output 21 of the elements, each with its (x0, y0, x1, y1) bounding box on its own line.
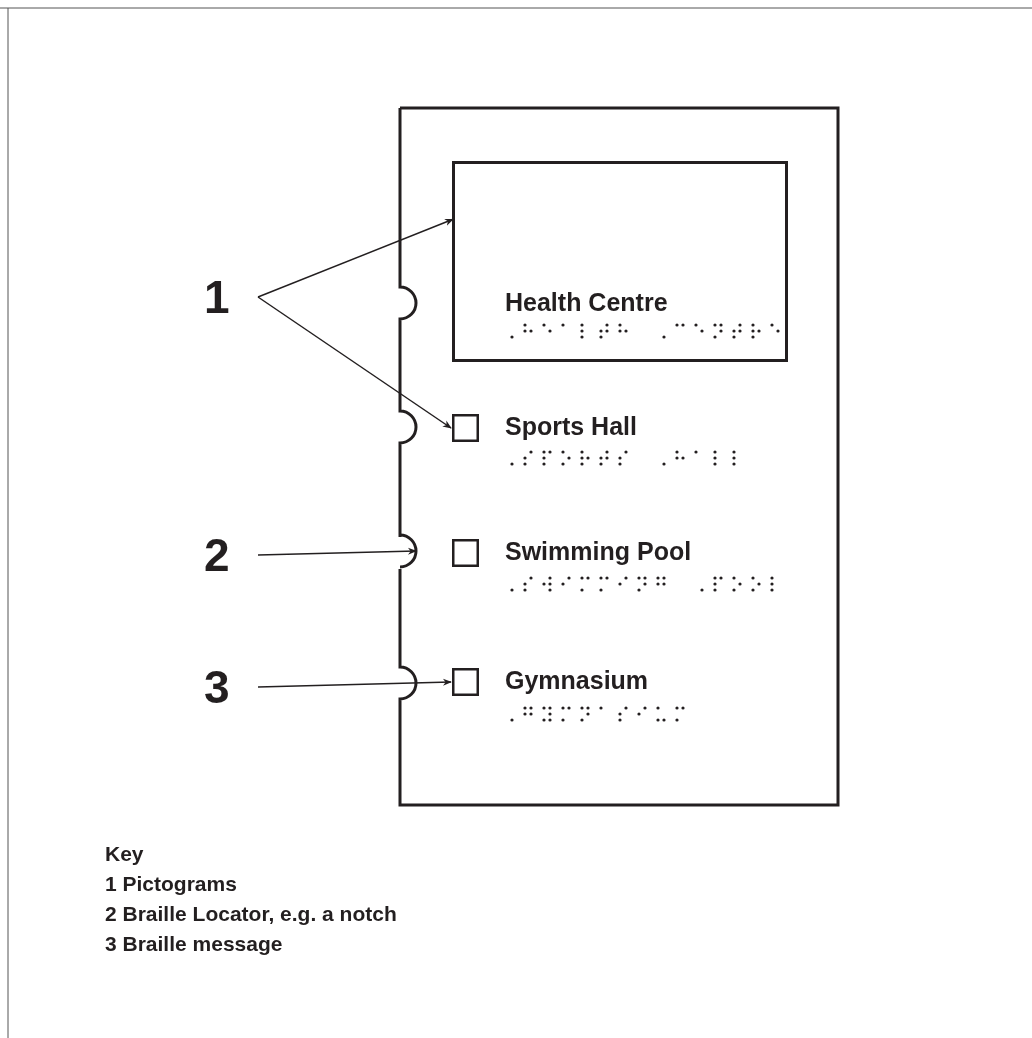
place-name: Sports Hall (505, 412, 637, 441)
pictogram-area (452, 161, 788, 362)
braille-locator-notch (400, 535, 417, 567)
arrow (257, 678, 452, 688)
place-name: Swimming Pool (505, 537, 692, 566)
place-name: Gymnasium (505, 666, 649, 695)
pictogram-box (452, 539, 479, 567)
key-entry: 2 Braille Locator, e.g. a notch (105, 902, 397, 926)
key-entry: 3 Braille message (105, 932, 283, 956)
pictogram-box (452, 668, 479, 696)
key-heading: Key (105, 842, 144, 866)
pictogram-box (452, 414, 479, 442)
place-name: Health Centre (505, 288, 668, 317)
arrow (257, 296, 452, 429)
arrow (257, 547, 417, 556)
sign-panel (400, 108, 838, 805)
callout-number: 2 (204, 528, 230, 582)
arrow (257, 218, 454, 298)
callout-number: 1 (204, 270, 230, 324)
callout-number: 3 (204, 660, 230, 714)
key-entry: 1 Pictograms (105, 872, 237, 896)
